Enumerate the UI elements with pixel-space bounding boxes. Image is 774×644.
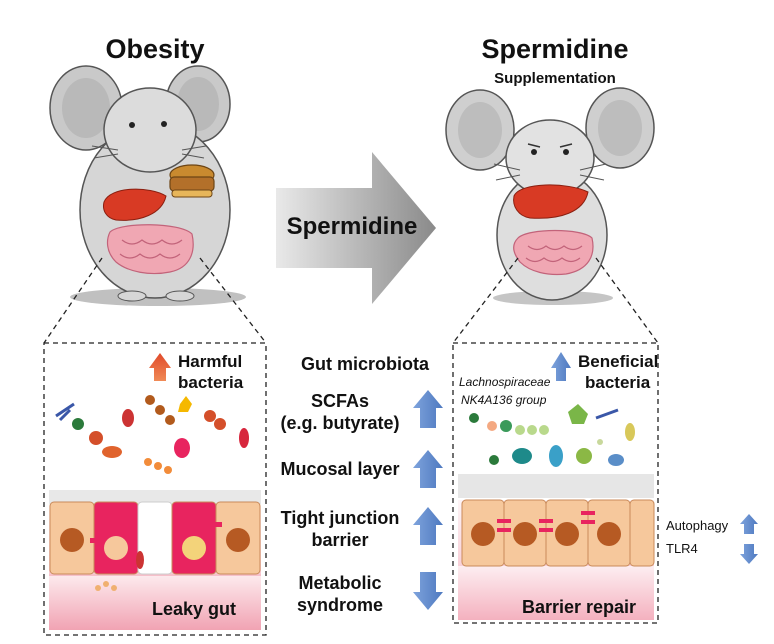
metabolic-label: Metabolic — [298, 573, 382, 593]
beneficial-bacteria-cluster — [469, 404, 635, 467]
leaky-gut-label: Leaky gut — [152, 599, 237, 619]
big-arrow-shape — [276, 152, 436, 304]
autophagy-label: Autophagy — [666, 518, 729, 533]
barrier-repair-panel — [452, 342, 659, 624]
zoom-lines — [43, 257, 659, 344]
tight-junction-up-arrow — [413, 507, 443, 545]
taxon-name-2: NK4A136 group — [461, 393, 547, 407]
taxon-name-1: Lachnospiraceae — [459, 375, 551, 389]
metabolic-down-arrow — [413, 572, 443, 610]
autophagy-up-arrow — [740, 514, 758, 534]
beneficial-up-arrow — [551, 352, 571, 381]
mucosal-up-arrow — [413, 450, 443, 488]
healthy-mouse-illustration — [445, 87, 655, 305]
harmful-bacteria-cluster — [55, 395, 249, 591]
beneficial-label: Beneficial — [578, 352, 659, 371]
metabolic-syndrome-label: syndrome — [296, 595, 384, 615]
obesity-title: Obesity — [105, 34, 205, 64]
barrier-repair-label: Barrier repair — [522, 597, 637, 617]
scfa-up-arrow — [413, 390, 443, 428]
spermidine-title: Spermidine — [481, 34, 629, 64]
scfas-label: SCFAs — [310, 391, 370, 411]
tlr4-label: TLR4 — [666, 541, 698, 556]
supplementation-subtitle: Supplementation — [494, 70, 616, 87]
mucosal-layer-label: Mucosal layer — [280, 459, 400, 479]
obese-mouse-illustration — [49, 65, 246, 306]
harmful-up-arrow — [149, 353, 171, 381]
scfas-example-label: (e.g. butyrate) — [280, 413, 400, 433]
middle-indicator-arrows — [413, 390, 443, 610]
beneficial-bacteria-label: bacteria — [585, 373, 651, 392]
arrow-label: Spermidine — [286, 213, 418, 240]
tight-junction-label: Tight junction — [280, 508, 400, 528]
tlr4-down-arrow — [740, 544, 758, 564]
harmful-bacteria-label: bacteria — [178, 373, 244, 392]
tight-junction-barrier-label: barrier — [311, 530, 369, 550]
leaky-gut-panel — [43, 342, 267, 636]
harmful-label: Harmful — [178, 352, 243, 371]
gut-microbiota-label: Gut microbiota — [300, 354, 429, 374]
